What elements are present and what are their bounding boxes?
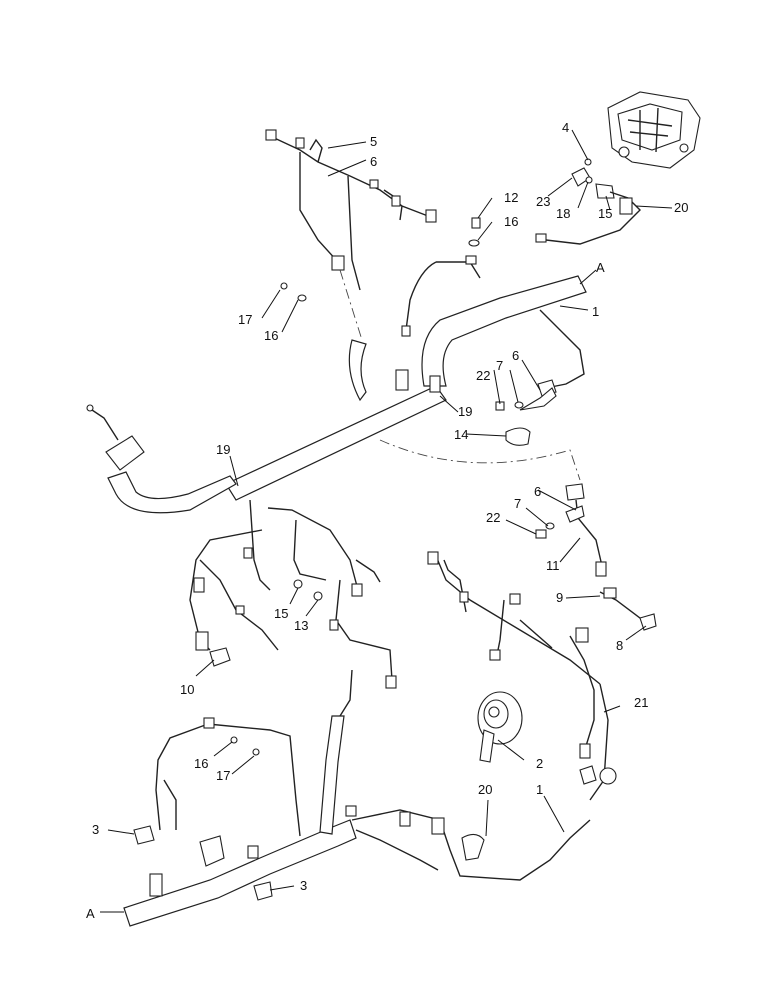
callout-6: 6 [370,154,377,169]
washer-16b [297,294,307,302]
callout-22: 22 [486,510,500,525]
callout-3: 3 [92,822,99,837]
small-components [133,158,657,901]
bolt-12 [471,217,481,229]
callout-1: 1 [536,782,543,797]
callout-8: 8 [616,638,623,653]
sensor-3b [253,881,273,901]
callout-A-top: A [596,260,605,275]
callout-20: 20 [674,200,688,215]
callout-5: 5 [370,134,377,149]
callout-21: 21 [634,695,648,710]
callout-19: 19 [458,404,472,419]
cross-conduit [86,369,447,514]
callout-16: 16 [194,756,208,771]
sender-20b [461,833,485,861]
sensor-8 [639,613,657,631]
callout-18: 18 [556,206,570,221]
main-conduit-upper [348,255,587,402]
callout-17: 17 [216,768,230,783]
oring-18 [585,176,593,184]
callout-22: 22 [476,368,490,383]
upper-engine-harness [265,129,437,291]
callout-16: 16 [264,328,278,343]
sender-15 [595,183,615,199]
callout-14: 14 [454,427,468,442]
routing-dash-middle [379,439,581,481]
main-conduit-lower [123,669,591,927]
washer-7b [545,522,555,530]
callout-23: 23 [536,194,550,209]
washer-7 [514,401,524,409]
grommet [565,483,585,501]
sensor-3 [133,825,155,845]
callout-3: 3 [300,878,307,893]
callout-4: 4 [562,120,569,135]
callout-2: 2 [536,756,543,771]
cab-harness-middle [189,499,397,689]
bolt-17 [280,282,288,290]
callout-7: 7 [514,496,521,511]
horn [477,691,523,763]
clamp-14 [505,427,531,446]
callout-6: 6 [534,484,541,499]
callout-15: 15 [598,206,612,221]
callout-1: 1 [592,304,599,319]
chassis-harness-right [427,551,609,801]
callout-20: 20 [478,782,492,797]
leader-lines [100,129,673,913]
washer-16 [468,239,480,247]
connector-20 [619,197,633,215]
callout-labels: 5 6 4 23 18 15 20 12 16 A 1 17 16 7 6 22… [86,120,688,921]
callout-13: 13 [294,618,308,633]
callout-6: 6 [512,348,519,363]
callout-15: 15 [274,606,288,621]
bolt-22b [535,529,547,539]
grommet-lower [599,767,617,785]
clip-6 [519,387,557,411]
callout-17: 17 [238,312,252,327]
clip-6b [565,505,585,523]
callout-11: 11 [546,558,560,573]
routing-dash-upper [339,269,363,341]
callout-7: 7 [496,358,503,373]
callout-10: 10 [180,682,194,697]
callout-9: 9 [556,590,563,605]
callout-16: 16 [504,214,518,229]
engine-illustration [607,91,701,169]
connector-9 [603,587,617,599]
callout-19: 19 [216,442,230,457]
callout-A-bottom: A [86,906,95,921]
callout-12: 12 [504,190,518,205]
